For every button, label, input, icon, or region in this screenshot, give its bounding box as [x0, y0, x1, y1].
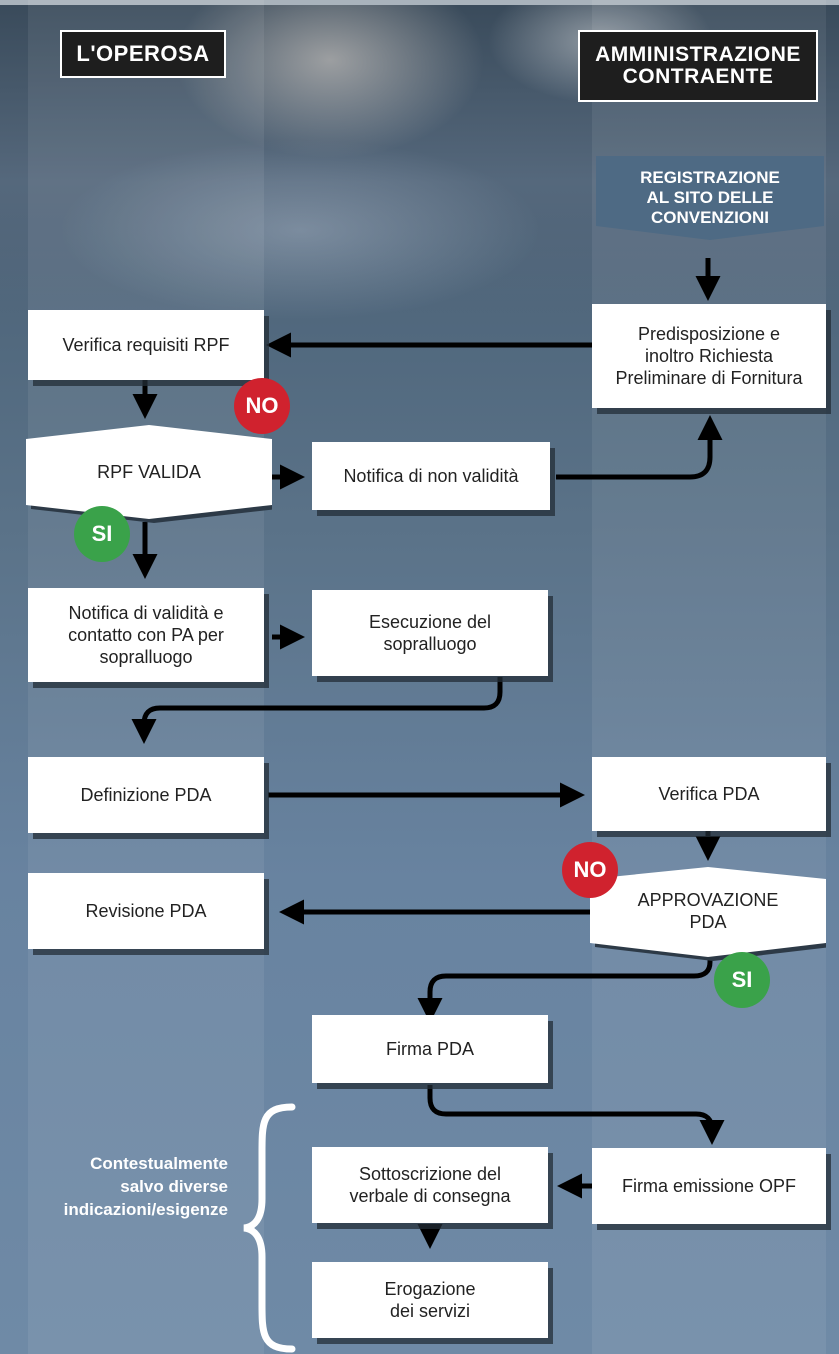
step-verifica-pda: Verifica PDA: [592, 757, 826, 831]
step-notifica-validita-line2: contatto con PA per: [68, 625, 224, 645]
lane-header-line2: CONTRAENTE: [622, 65, 774, 88]
arrow-approvazione-firma: [417, 958, 713, 1023]
step-firma-opf: Firma emissione OPF: [592, 1148, 826, 1224]
note-contestualmente: Contestualmente salvo diverse indicazion…: [0, 1152, 228, 1221]
step-definizione-pda-label: Definizione PDA: [80, 785, 212, 805]
step-predisposizione-line2: inoltro Richiesta: [644, 346, 774, 366]
step-sottoscrizione-line2: verbale di consegna: [349, 1186, 511, 1206]
step-erogazione-line1: Erogazione: [384, 1279, 476, 1299]
step-predisposizione-line1: Predisposizione e: [637, 324, 781, 344]
decision-rpf-valida-label: RPF VALIDA: [97, 462, 201, 482]
curly-brace: [243, 1103, 296, 1353]
start-label: REGISTRAZIONE AL SITO DELLE CONVENZIONI: [596, 168, 824, 228]
lane-header-amministrazione: AMMINISTRAZIONE CONTRAENTE: [578, 30, 818, 102]
step-sottoscrizione-line1: Sottoscrizione del: [358, 1164, 502, 1184]
step-firma-pda-label: Firma PDA: [385, 1039, 474, 1059]
step-revisione-pda-label: Revisione PDA: [85, 901, 207, 921]
lane-header-line1: AMMINISTRAZIONE: [595, 43, 801, 66]
step-revisione-pda: Revisione PDA: [28, 873, 264, 949]
step-firma-opf-label: Firma emissione OPF: [621, 1176, 797, 1196]
step-erogazione-line2: dei servizi: [389, 1301, 470, 1321]
step-notifica-validita-line1: Notifica di validità e: [68, 603, 224, 623]
badge-no-rpf: NO: [234, 378, 290, 434]
badge-si-rpf: SI: [74, 506, 130, 562]
arrow-nonvalidita-predisposizione: [556, 415, 723, 480]
start-line2: AL SITO DELLE: [646, 188, 774, 207]
decision-rpf-valida: RPF VALIDA: [26, 425, 272, 523]
step-verifica-rpf-label: Verifica requisiti RPF: [62, 335, 230, 355]
lane-header-operosa: L'OPEROSA: [60, 30, 226, 78]
step-firma-pda: Firma PDA: [312, 1015, 548, 1083]
start-line1: REGISTRAZIONE: [640, 168, 780, 187]
step-esecuzione-sopralluogo: Esecuzione del sopralluogo: [312, 590, 548, 676]
step-esecuzione-line1: Esecuzione del: [368, 612, 492, 632]
top-bar: [0, 0, 839, 5]
decision-shape: [26, 425, 272, 523]
note-line2: salvo diverse: [120, 1177, 228, 1196]
arrow-esecuzione-definizione: [131, 677, 503, 744]
badge-no-approvazione: NO: [562, 842, 618, 898]
badge-si-approvazione: SI: [714, 952, 770, 1008]
decision-approvazione-line2: PDA: [689, 912, 727, 932]
step-verifica-rpf: Verifica requisiti RPF: [28, 310, 264, 380]
step-esecuzione-line2: sopralluogo: [383, 634, 477, 654]
step-predisposizione-line3: Preliminare di Fornitura: [615, 368, 803, 388]
decision-shape: [590, 867, 826, 961]
note-line3: indicazioni/esigenze: [63, 1200, 228, 1219]
start-shape: [596, 156, 824, 240]
decision-approvazione-line1: APPROVAZIONE: [637, 890, 779, 910]
step-verifica-pda-label: Verifica PDA: [658, 784, 760, 804]
step-notifica-non-validita-label: Notifica di non validità: [343, 466, 519, 486]
start-registrazione: REGISTRAZIONE AL SITO DELLE CONVENZIONI: [596, 156, 824, 240]
step-notifica-non-validita: Notifica di non validità: [312, 442, 550, 510]
note-line1: Contestualmente: [90, 1154, 228, 1173]
step-notifica-validita: Notifica di validità e contatto con PA p…: [28, 588, 264, 682]
decision-approvazione-label: APPROVAZIONE PDA: [590, 889, 826, 933]
start-line3: CONVENZIONI: [650, 208, 770, 227]
step-notifica-validita-line3: sopralluogo: [99, 647, 193, 667]
step-erogazione: Erogazione dei servizi: [312, 1262, 548, 1338]
step-predisposizione: Predisposizione e inoltro Richiesta Prel…: [592, 304, 826, 408]
arrow-firma-firmaopf: [427, 1085, 725, 1145]
decision-approvazione-pda: APPROVAZIONE PDA: [590, 867, 826, 961]
step-definizione-pda: Definizione PDA: [28, 757, 264, 833]
step-sottoscrizione: Sottoscrizione del verbale di consegna: [312, 1147, 548, 1223]
